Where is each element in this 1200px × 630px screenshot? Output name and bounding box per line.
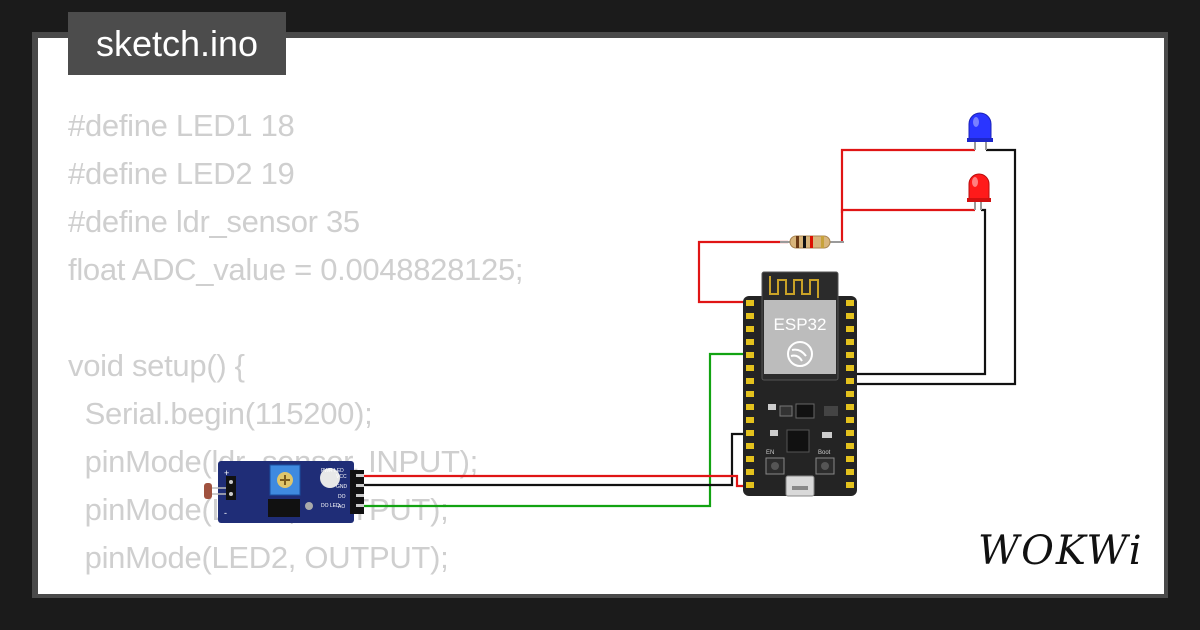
sensor-pin-do: DO bbox=[338, 494, 346, 500]
code-line: Serial.begin(115200); bbox=[68, 396, 373, 431]
code-line: float ADC_value = 0.0048828125; bbox=[68, 252, 524, 287]
code-line: #define ldr_sensor 35 bbox=[68, 204, 360, 239]
code-line: #define LED2 19 bbox=[68, 156, 295, 191]
led-red[interactable] bbox=[967, 173, 991, 210]
wire-green-ao bbox=[360, 352, 752, 508]
potentiometer[interactable] bbox=[269, 464, 301, 496]
code-line: pinMode(LED2, OUTPUT); bbox=[68, 540, 449, 575]
wire-black-led2-cathode bbox=[848, 208, 987, 376]
wire-red-resistor-to-board bbox=[697, 240, 788, 304]
wokwi-logo: WOKWi bbox=[978, 528, 1144, 574]
en-button-label: EN bbox=[766, 450, 774, 456]
esp32-right-pins bbox=[846, 300, 854, 488]
file-tab[interactable]: sketch.ino bbox=[68, 12, 286, 75]
sensor-plus-label: + bbox=[224, 468, 229, 478]
sensor-pwr-led-label: PWR LED bbox=[321, 468, 344, 474]
resistor[interactable] bbox=[780, 235, 844, 249]
wire-black-gnd bbox=[360, 432, 752, 487]
wire-red-led-anode bbox=[840, 148, 975, 213]
esp32-chip-label: ESP32 bbox=[774, 315, 827, 334]
sensor-pin-vcc: VCC bbox=[336, 474, 347, 480]
wires bbox=[360, 148, 1017, 508]
wire-black-led1-cathode bbox=[848, 148, 1017, 386]
boot-button-label: Boot bbox=[818, 450, 831, 456]
sensor-minus-label: - bbox=[224, 508, 227, 518]
sensor-pin-ao: AO bbox=[338, 504, 345, 510]
sensor-do-led-label: DO LED bbox=[321, 503, 340, 509]
esp32-left-pins bbox=[746, 300, 754, 488]
led-blue[interactable] bbox=[967, 112, 993, 150]
code-editor-background: #define LED1 18 #define LED2 19 #define ld… bbox=[68, 102, 524, 594]
sensor-pin-gnd: GND bbox=[336, 484, 348, 490]
wire-red-led2-anode bbox=[840, 208, 975, 242]
ldr-sensor-module[interactable]: + - VCC GND DO AO PWR LED DO LED bbox=[204, 461, 364, 523]
espressif-logo-icon bbox=[787, 341, 813, 367]
ldr-photoresistor bbox=[204, 483, 212, 499]
esp32-board[interactable]: ESP32 bbox=[743, 271, 857, 497]
comparator-chip bbox=[268, 499, 300, 517]
code-line: void setup() { bbox=[68, 348, 245, 383]
esp32-components bbox=[765, 403, 838, 497]
code-line: Serial.println("Hello, ESP32!"); bbox=[68, 582, 523, 594]
code-line: #define LED1 18 bbox=[68, 108, 295, 143]
